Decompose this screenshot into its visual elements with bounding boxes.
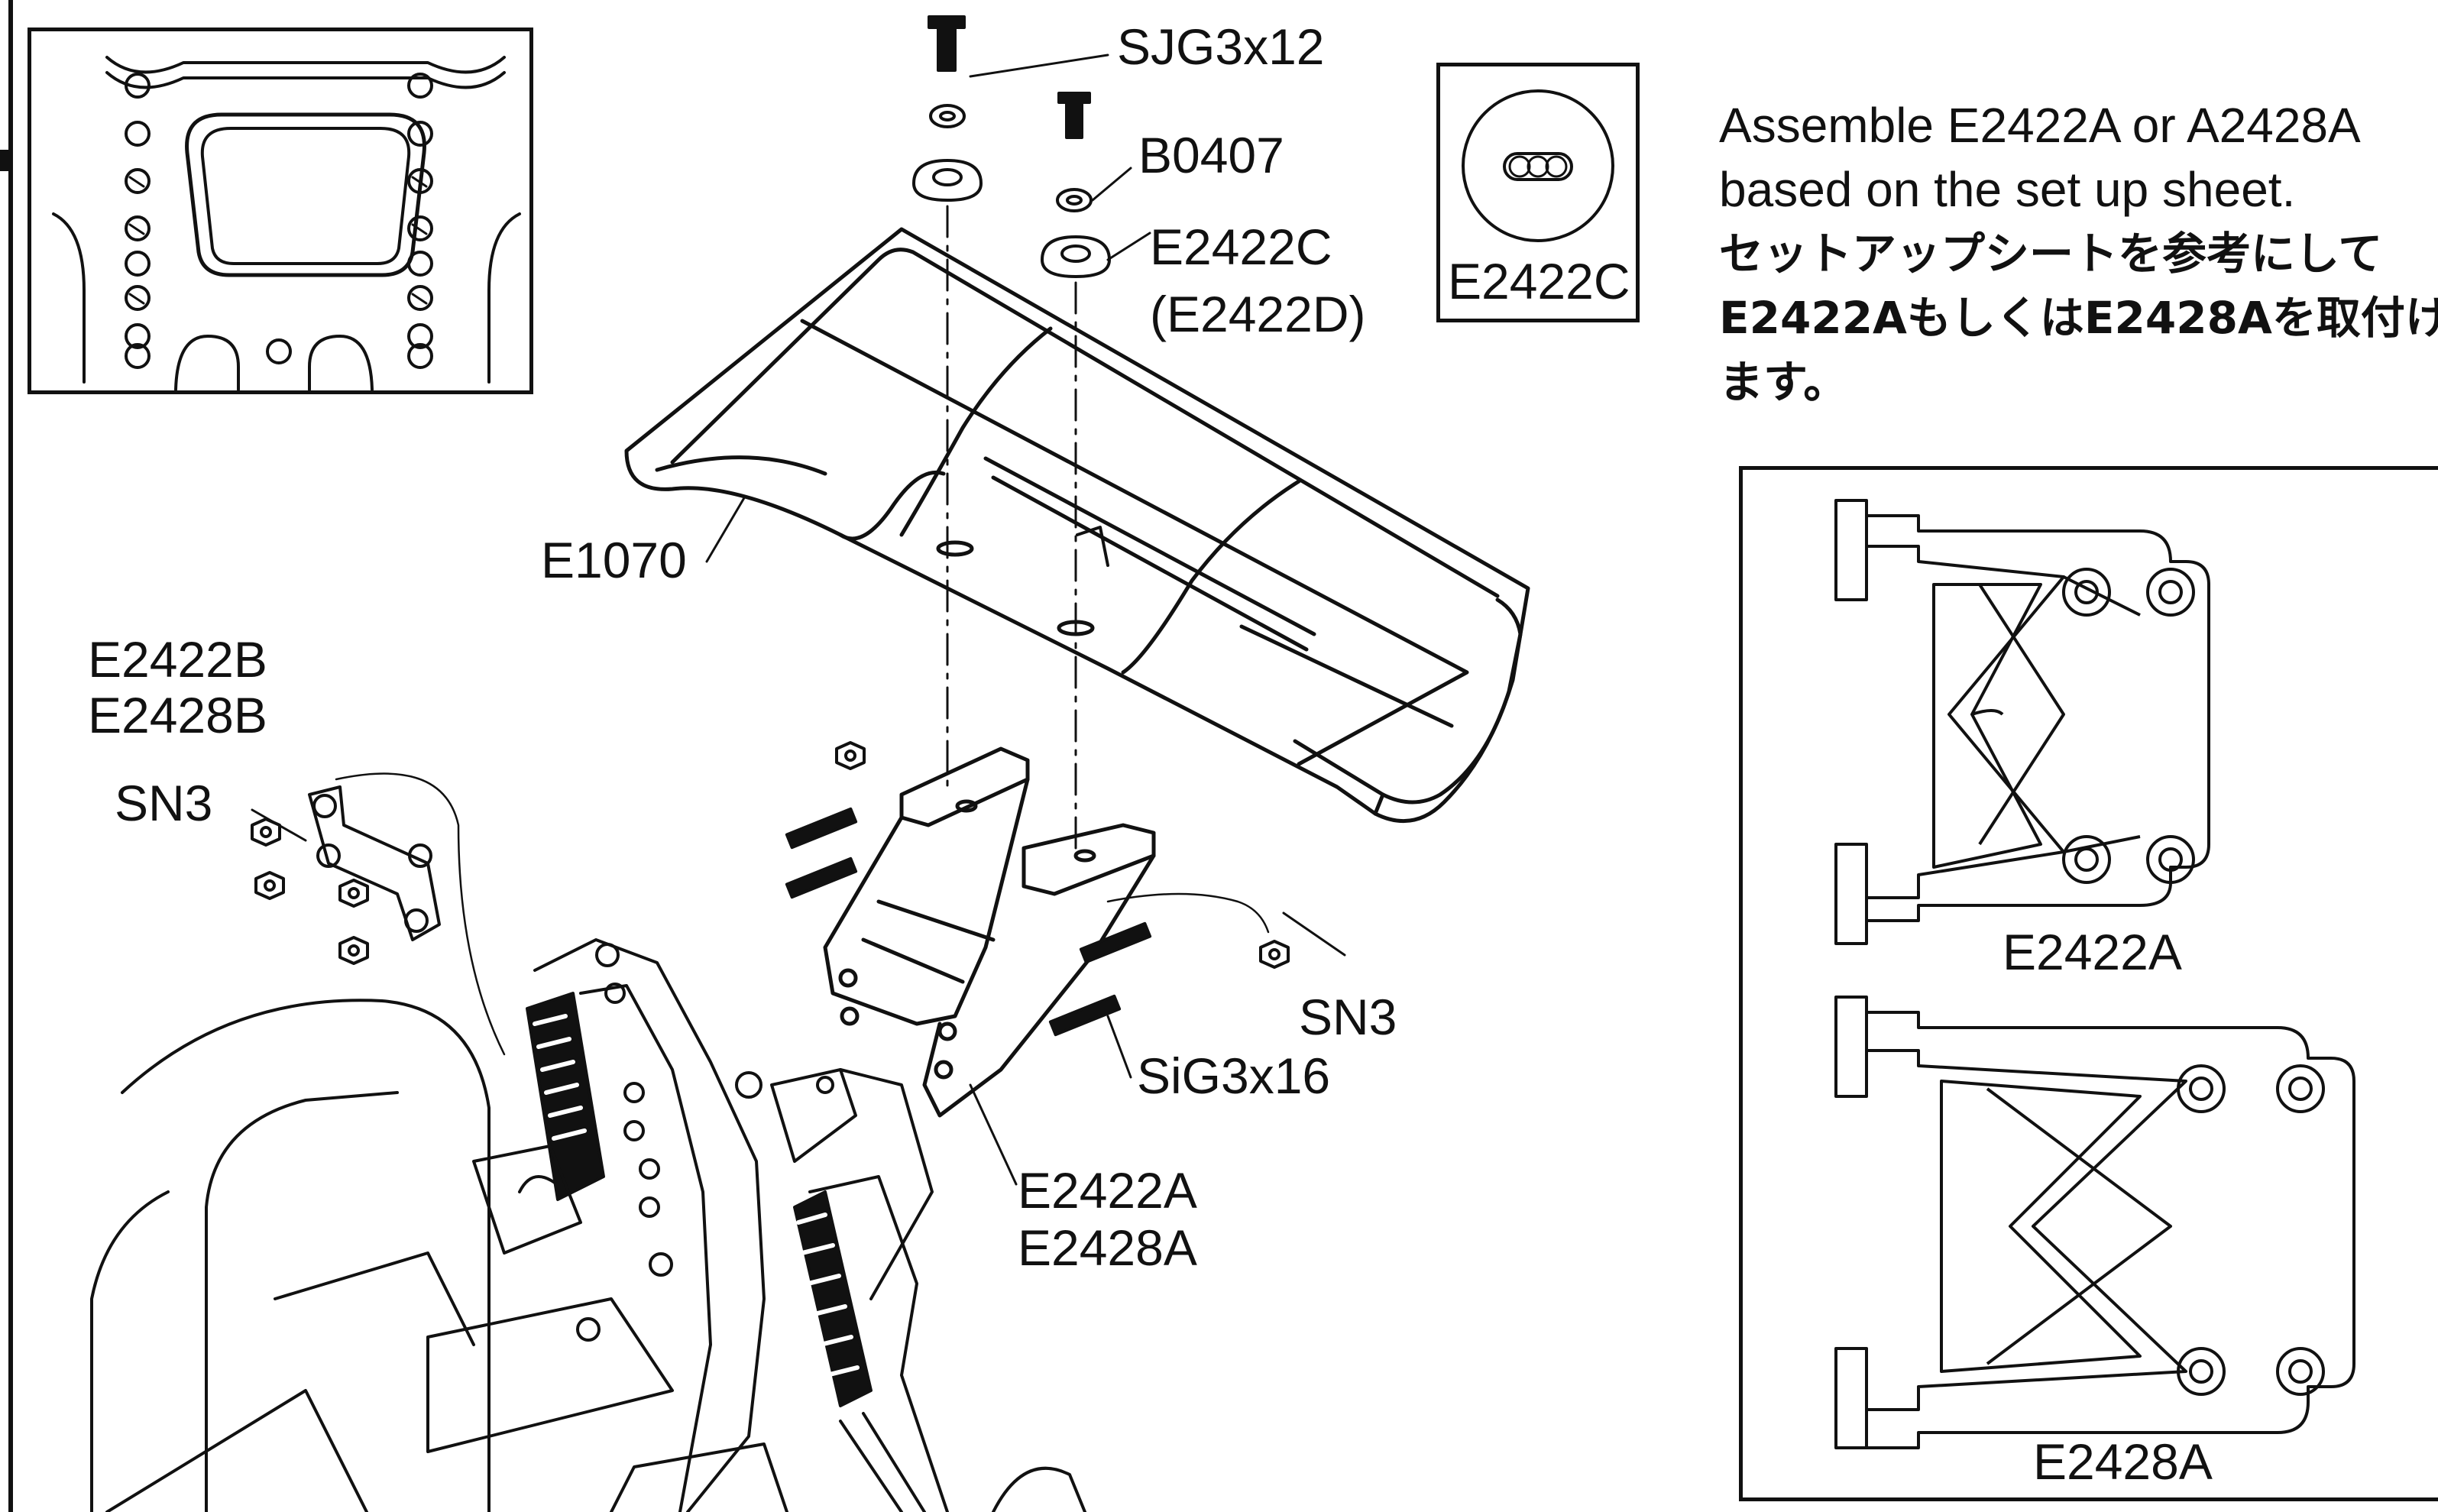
callout-sjg3x12: SJG3x12 — [1117, 18, 1325, 75]
option-label-e2422a: E2422A — [2003, 924, 2182, 980]
rear-chassis — [90, 938, 1086, 1512]
instruction-jp-line3: ます。 — [1719, 356, 1848, 408]
wing-e1070 — [624, 227, 1530, 824]
callout-sn3-left: SN3 — [115, 775, 213, 831]
wing-mount-e2422a — [823, 746, 1156, 1118]
cup-washer-detail-icon — [1462, 89, 1614, 242]
callout-sn3-right: SN3 — [1299, 989, 1397, 1045]
inset-wing-plate — [52, 56, 521, 391]
instruction-en-line2: based on the set up sheet. — [1719, 162, 2296, 217]
callout-e2422a: E2422A — [1018, 1162, 1197, 1219]
mount-options-drawing — [1834, 499, 2355, 1449]
inset-frame — [28, 28, 533, 394]
option-label-e2428a: E2428A — [2033, 1433, 2213, 1490]
callout-b0407: B0407 — [1138, 127, 1284, 183]
instruction-jp-line2: E2422AもしくはE2428Aを取付け — [1719, 292, 2438, 344]
callout-sig3x16: SiG3x16 — [1137, 1047, 1331, 1104]
option-box: E2422A E2428A — [1739, 466, 2438, 1501]
callout-e1070: E1070 — [541, 532, 687, 588]
screw-sjg3x12-left — [928, 15, 966, 72]
nuts-sn3 — [251, 741, 1290, 969]
mount-e2428a-drawing — [1834, 996, 2355, 1449]
instruction-jp-line1: セットアップシートを参考にして — [1719, 228, 2383, 280]
body-mount-e2422b — [308, 785, 441, 941]
assembly-instruction: Assemble E2422A or A2428A based on the s… — [1719, 93, 2438, 414]
callout-e2422b: E2422B — [88, 631, 267, 688]
callout-e2422c: E2422C — [1150, 219, 1332, 275]
inset-holes-right — [407, 73, 433, 369]
mount-e2422a-drawing — [1834, 499, 2210, 945]
screw-sjg3x12-right — [1057, 92, 1091, 139]
instruction-en-line1: Assemble E2422A or A2428A — [1719, 98, 2361, 153]
callout-e2428b: E2428B — [88, 687, 267, 743]
callout-e2422d: (E2422D) — [1150, 286, 1366, 342]
detail-box-label: E2422C — [1448, 253, 1630, 309]
bolts-sig3x16 — [785, 807, 1152, 1037]
page-border-tab — [0, 150, 11, 171]
callout-e2428a: E2428A — [1018, 1219, 1197, 1276]
inset-holes-left — [125, 73, 151, 369]
detail-box-e2422c: E2422C — [1436, 63, 1640, 322]
